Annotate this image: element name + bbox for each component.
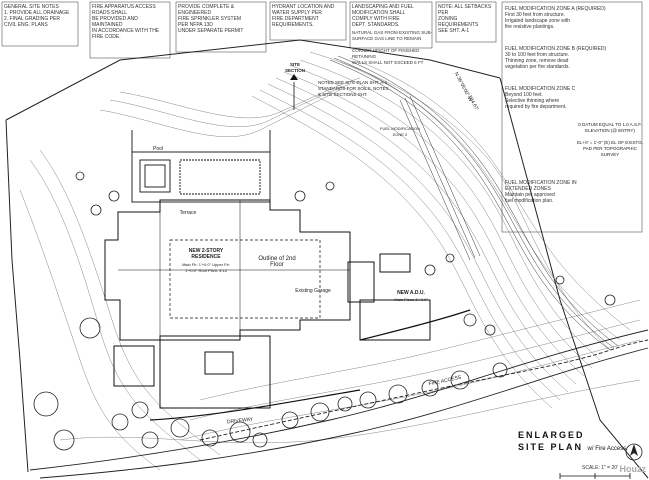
sheet-title-line2: SITE PLAN w/ Fire Access	[518, 442, 626, 452]
label-datum-existing: EL+0' = 1'-0" (E) EL OF EXISTG. PAD PER …	[577, 140, 643, 157]
note-sprinkler: PROVIDE COMPLETE & ENGINEERED FIRE SPRIN…	[178, 4, 244, 34]
trees	[33, 171, 616, 451]
sheet-title-site-plan: SITE PLAN	[518, 442, 584, 452]
note-fuel-zone-c: FUEL MODIFICATION ZONE C Beyond 100 feet…	[505, 86, 576, 110]
label-see-site-plan: NOTED SEE SITE PLAN SHT. A-1 STANDARDS F…	[318, 80, 389, 97]
label-pool: Pool	[152, 146, 163, 152]
label-fuel-zone: FUEL MODIFICATION ZONE 2	[380, 126, 420, 137]
contour-lines	[19, 51, 641, 471]
label-datum: 0 DATUM EQUAL TO 1.0 A.S.F. ELEVATION (@…	[578, 122, 642, 133]
label-existing-garage: Existing Garage	[295, 288, 331, 294]
sheet-title-suffix: w/ Fire Access	[587, 446, 627, 452]
site-section-marker	[290, 74, 298, 110]
label-site-section: SITE SECTION	[284, 62, 305, 73]
note-hydrant: HYDRANT LOCATION AND WATER SUPPLY PER FI…	[272, 4, 335, 28]
watermark-logo: Houzz	[619, 464, 647, 474]
slope-hatching	[329, 55, 619, 351]
note-landscaping: LANDSCAPING AND FUEL MODIFICATION SHALL …	[352, 4, 414, 28]
label-residence-notes: Main Flr: 1'+0.0" Upper Flr: 1'+0.0" Roo…	[182, 262, 230, 273]
scale-bar	[559, 473, 631, 479]
pool-area	[131, 130, 271, 203]
label-terrace: Terrace	[179, 210, 197, 216]
sheet-scale: SCALE: 1" = 20'	[582, 465, 618, 471]
label-residence: NEW 2-STORY RESIDENCE	[188, 248, 224, 260]
retaining-walls	[149, 309, 471, 421]
property-boundary	[5, 39, 649, 479]
label-outline-2nd-floor: Outline of 2nd Floor	[258, 256, 296, 268]
note-fuel-zone-extended: FUEL MODIFICATION ZONE IN EXTENDED ZONES…	[505, 180, 577, 204]
note-fire-access: FIRE APPARATUS ACCESS ROADS SHALL BE PRO…	[92, 4, 160, 40]
note-gas-walls: NATURAL GAS FROM EXISTING SUB- SURFACE G…	[352, 30, 433, 65]
label-adu: NEW A.D.U.	[397, 290, 425, 296]
adu-footprint	[347, 253, 431, 341]
driveway	[29, 329, 649, 479]
note-boxes	[1, 1, 643, 233]
note-fuel-zone-a: FUEL MODIFICATION ZONE A (REQUIRED) Firs…	[505, 6, 606, 30]
note-general-site: GENERAL SITE NOTES 1. PROVIDE ALL DRAINA…	[4, 4, 70, 28]
sheet-title-line1: ENLARGED	[518, 430, 585, 440]
note-fuel-zone-b: FUEL MODIFICATION ZONE B (REQUIRED) 30 t…	[505, 46, 607, 70]
note-setbacks: NOTE: ALL SETBACKS PER ZONING REQUIREMEN…	[438, 4, 492, 34]
garage-footprint	[113, 335, 271, 409]
north-arrow	[625, 443, 643, 461]
label-adu-sub: Main Floor: 1'+0.0"	[394, 297, 428, 302]
residence-footprint	[104, 199, 351, 341]
